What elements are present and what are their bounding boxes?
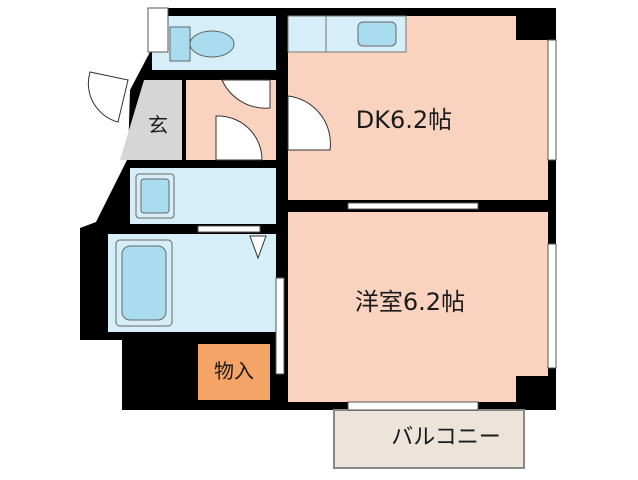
hall-door-swing (221, 79, 271, 109)
sink-icon (357, 21, 397, 47)
toilet-tank-icon (169, 26, 191, 62)
western-room (288, 212, 548, 402)
storage-label: 物入 (214, 359, 254, 383)
entrance-label: 玄 (148, 113, 168, 137)
bath-door-mark (249, 235, 267, 260)
balcony-label: バルコニー (391, 425, 501, 450)
wash-basin-bowl-icon (140, 178, 170, 214)
wall-notch (516, 376, 548, 402)
entrance-door-swing (87, 71, 129, 123)
balcony (333, 409, 525, 469)
sliding-door (197, 225, 261, 233)
bathtub-basin-icon (121, 245, 167, 321)
sliding-door (275, 277, 285, 375)
window (347, 401, 479, 411)
window (547, 39, 557, 161)
wall-notch (516, 16, 548, 40)
window (547, 243, 557, 369)
window (147, 7, 169, 53)
hall-door-swing (215, 115, 263, 161)
storage-room (198, 344, 270, 400)
dk-room-label: DK6.2帖 (356, 106, 452, 134)
sliding-door (347, 202, 479, 210)
toilet-bowl-icon (189, 30, 235, 58)
western-room-label: 洋室6.2帖 (355, 288, 465, 316)
entrance-area (120, 80, 182, 160)
dk-door-swing (287, 95, 331, 151)
